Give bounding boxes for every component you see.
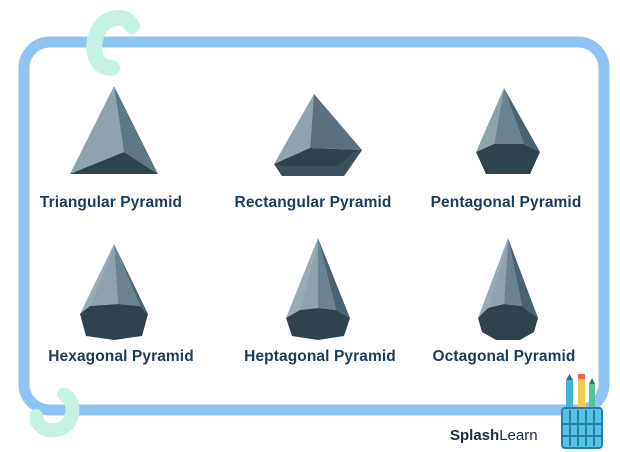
brand-logo: SplashLearn [450,427,538,444]
label-pentagonal-pyramid: Pentagonal Pyramid [430,194,582,211]
label-hexagonal-pyramid: Hexagonal Pyramid [48,348,194,365]
hexagonal-pyramid-shape [80,244,148,340]
label-heptagonal-pyramid: Heptagonal Pyramid [244,348,396,365]
label-rectangular-pyramid: Rectangular Pyramid [234,194,392,211]
rectangular-pyramid-shape [274,94,362,176]
pentagonal-pyramid-shape [476,88,540,174]
brand-bold-text: Splash [450,427,500,444]
heptagonal-pyramid-shape [286,238,350,340]
label-triangular-pyramid: Triangular Pyramid [39,194,183,211]
label-octagonal-pyramid: Octagonal Pyramid [432,348,576,365]
bottom-left-accent-icon [30,388,80,438]
brand-regular-text: Learn [499,427,538,444]
triangular-pyramid-shape [70,86,158,174]
pencil-cup-icon [561,374,603,449]
top-left-accent-icon [86,10,140,76]
octagonal-pyramid-shape [478,238,538,340]
frame-border [18,36,610,416]
